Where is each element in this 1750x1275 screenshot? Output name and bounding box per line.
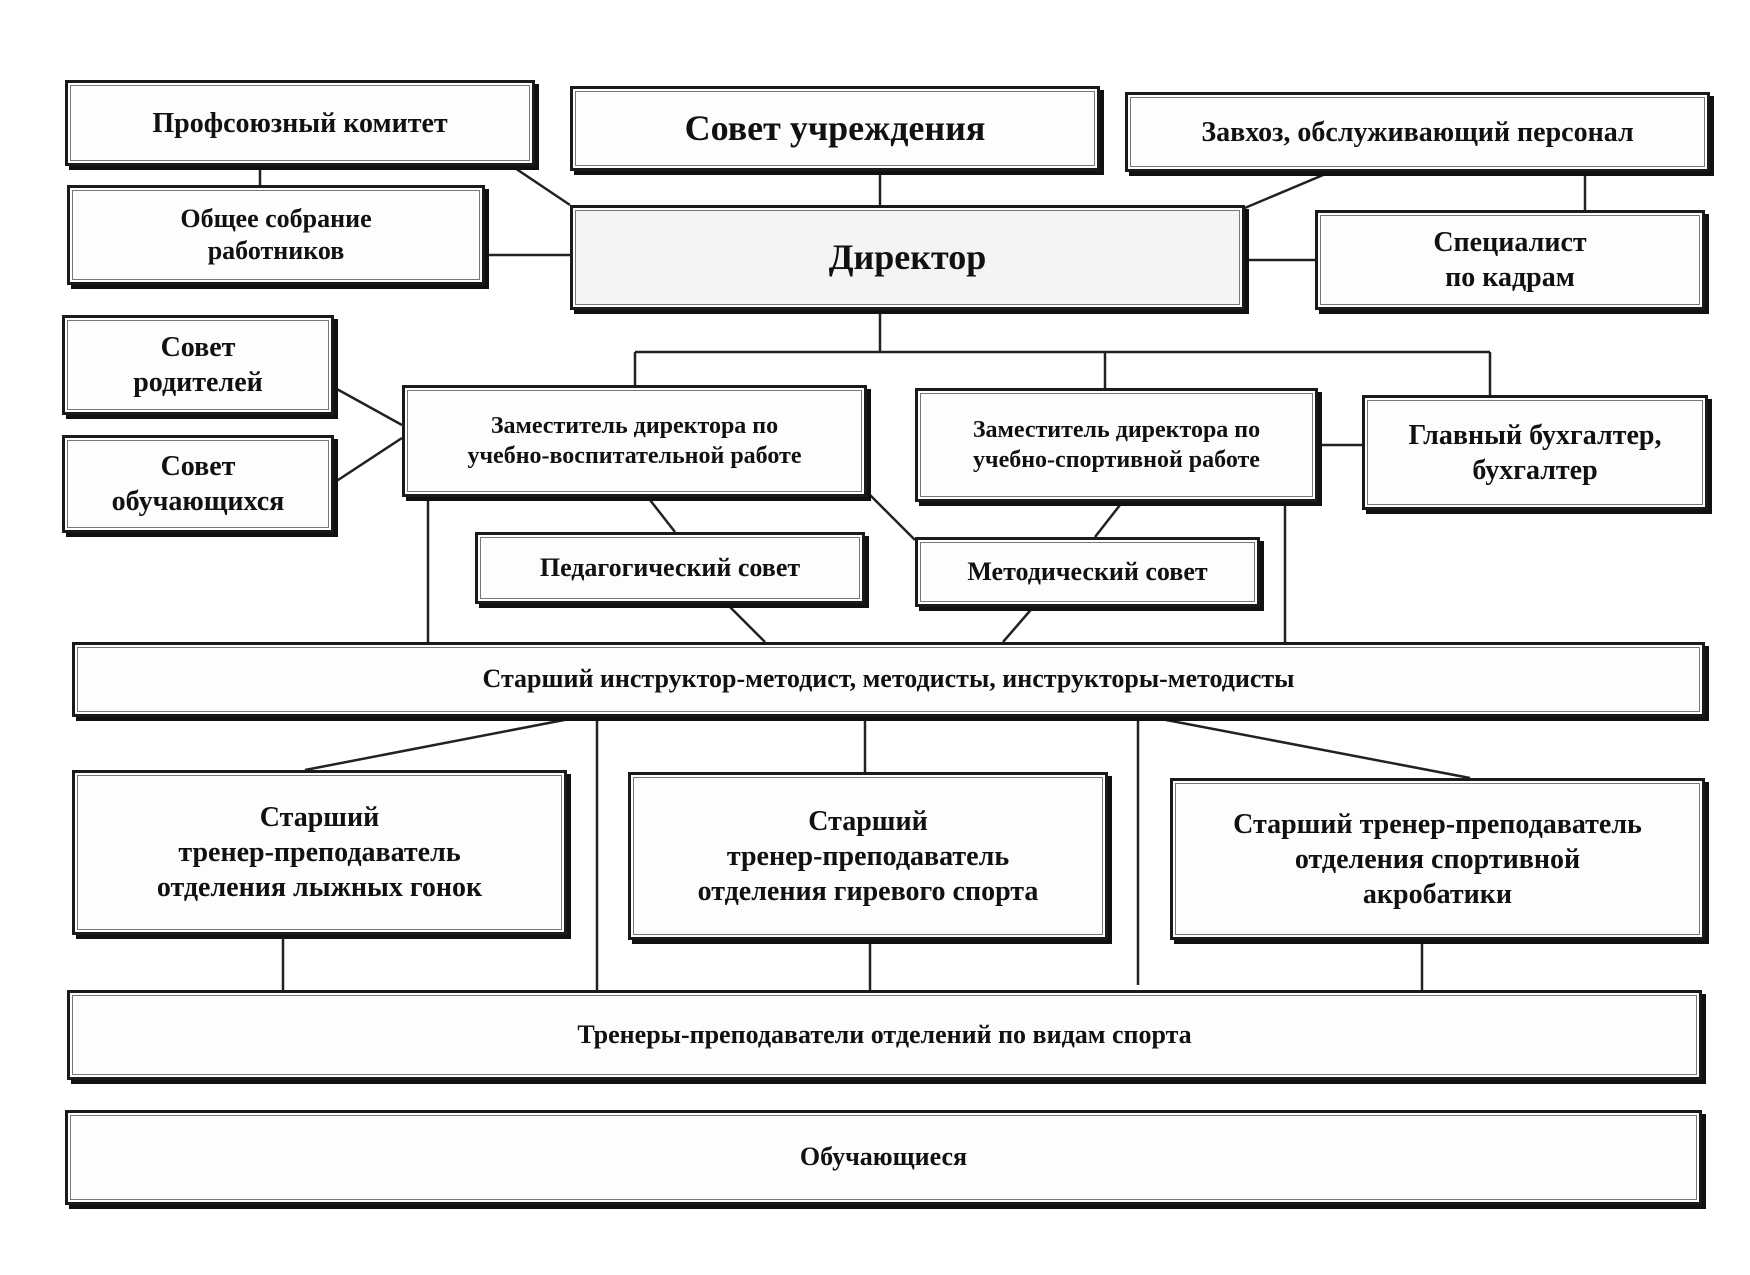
students-box: Обучающиеся	[65, 1110, 1702, 1205]
coaches-box: Тренеры-преподаватели отделений по видам…	[67, 990, 1702, 1080]
general-meeting-label: Общее собрание работников	[180, 203, 372, 266]
students-label: Обучающиеся	[799, 1142, 968, 1172]
institution-council-box: Совет учреждения	[570, 86, 1100, 171]
chief-accountant-label: Главный бухгалтер, бухгалтер	[1408, 419, 1662, 486]
students-council-box: Совет обучающихся	[62, 435, 334, 533]
hr-specialist-box: Специалист по кадрам	[1315, 210, 1705, 310]
acrobatics-coach-box: Старший тренер-преподаватель отделения с…	[1170, 778, 1705, 940]
line-methcouncil-instructor	[1002, 604, 1036, 643]
line-supply-director	[1239, 168, 1336, 212]
pedagogical-council-box: Педагогический совет	[475, 532, 865, 604]
connector-lines	[258, 146, 1587, 1000]
acrobatics-coach-label: Старший тренер-преподаватель отделения с…	[1233, 808, 1642, 910]
pedagogical-council-label: Педагогический совет	[539, 552, 801, 582]
parents-council-label: Совет родителей	[133, 332, 263, 398]
line-instructor-ski	[304, 713, 591, 772]
parents-council-box: Совет родителей	[62, 315, 334, 415]
chief-accountant-box: Главный бухгалтер, бухгалтер	[1362, 395, 1708, 510]
supply-manager-box: Завхоз, обслуживающий персонал	[1125, 92, 1710, 172]
methodical-council-box: Методический совет	[915, 537, 1260, 607]
trade-union-label: Профсоюзный комитет	[152, 107, 448, 139]
line-parents-deputy	[334, 386, 403, 427]
senior-instructor-box: Старший инструктор-методист, методисты, …	[72, 642, 1705, 717]
trade-union-box: Профсоюзный комитет	[65, 80, 535, 166]
line-deputy-pedcouncil	[649, 499, 676, 533]
director-box: Директор	[570, 205, 1245, 310]
students-council-label: Совет обучающихся	[111, 451, 285, 517]
deputy-education-box: Заместитель директора по учебно-воспитат…	[402, 385, 867, 497]
line-pedcouncil-instructor	[727, 604, 766, 643]
methodical-council-label: Методический совет	[967, 556, 1208, 586]
director-label: Директор	[828, 237, 987, 277]
ski-coach-label: Старший тренер-преподаватель отделения л…	[156, 802, 483, 903]
coaches-label: Тренеры-преподаватели отделений по видам…	[577, 1019, 1192, 1049]
kettlebell-coach-box: Старший тренер-преподаватель отделения г…	[628, 772, 1108, 940]
deputy-sport-box: Заместитель директора по учебно-спортивн…	[915, 388, 1318, 502]
hr-specialist-label: Специалист по кадрам	[1433, 227, 1587, 293]
line-students-deputy	[334, 436, 403, 484]
kettlebell-coach-label: Старший тренер-преподаватель отделения г…	[697, 805, 1039, 907]
ski-coach-box: Старший тренер-преподаватель отделения л…	[72, 770, 567, 935]
deputy-sport-label: Заместитель директора по учебно-спортивн…	[972, 417, 1261, 473]
senior-instructor-label: Старший инструктор-методист, методисты, …	[482, 664, 1295, 694]
line-instructor-acrobatics	[1139, 713, 1471, 780]
institution-council-label: Совет учреждения	[684, 108, 986, 148]
supply-manager-label: Завхоз, обслуживающий персонал	[1201, 116, 1634, 148]
line-deputy-methcouncil	[864, 489, 916, 541]
line-deputysport-methcouncil	[1094, 504, 1121, 538]
deputy-education-label: Заместитель директора по учебно-воспитат…	[467, 413, 802, 469]
general-meeting-box: Общее собрание работников	[67, 185, 485, 285]
